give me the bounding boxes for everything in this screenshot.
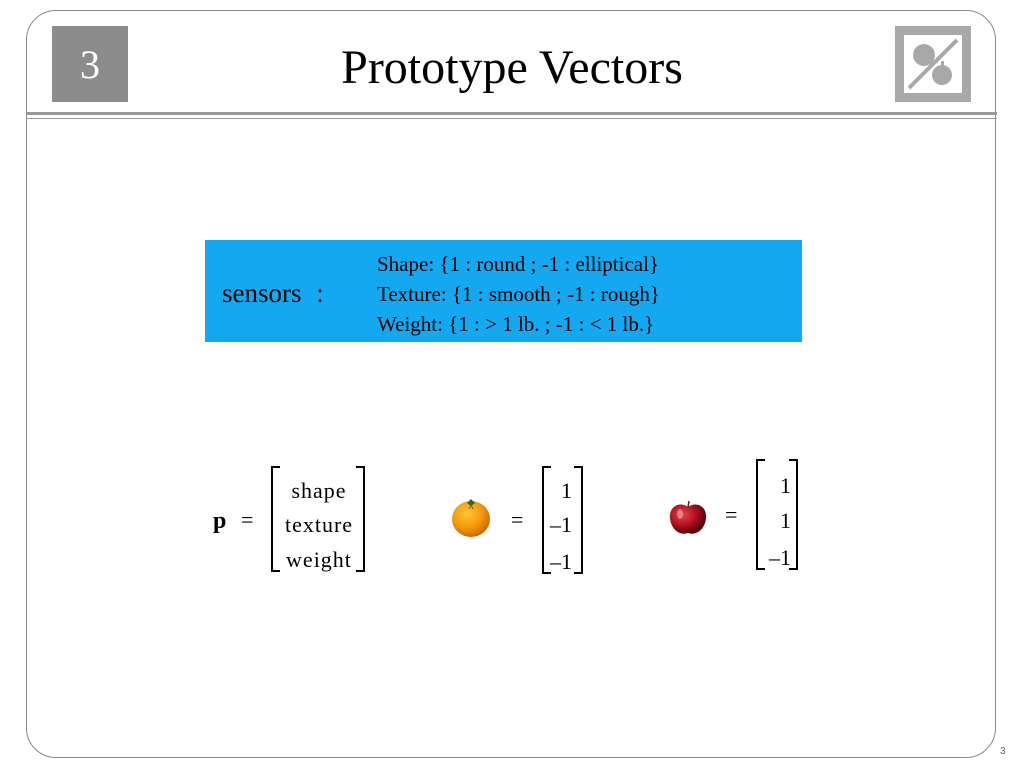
orange-vector-right-bracket — [574, 466, 583, 574]
sensors-label-text: sensors — [222, 278, 302, 308]
p-equals-sign: = — [241, 507, 254, 532]
sensor-shape-definition: Shape: {1 : round ; -1 : elliptical} — [377, 252, 660, 276]
p-entry-weight: weight — [286, 547, 352, 572]
chapter-number: 3 — [80, 41, 100, 87]
sensors-colon: : — [316, 278, 324, 308]
apple-vector-right-bracket — [789, 459, 798, 570]
p-vector-left-bracket — [271, 466, 280, 572]
sensor-texture-definition: Texture: {1 : smooth ; -1 : rough} — [377, 282, 660, 306]
orange-fruit-icon — [448, 497, 496, 539]
chapter-number-badge: 3 — [52, 26, 128, 102]
p-vector-right-bracket — [356, 466, 365, 572]
apple-entry-texture: 1 — [780, 508, 791, 533]
apple-fruit-icon — [666, 498, 710, 538]
orange-vector-left-bracket — [542, 466, 551, 574]
orange-entry-texture: –1 — [550, 512, 572, 537]
logo-icon — [895, 26, 971, 102]
sensor-weight-definition: Weight: {1 : > 1 lb. ; -1 : < 1 lb.} — [377, 312, 655, 336]
apple-vector-left-bracket — [756, 459, 765, 570]
slide-frame — [26, 10, 996, 758]
apple-equals-sign: = — [725, 502, 738, 527]
p-entry-shape: shape — [291, 478, 347, 503]
sensor-definitions: Shape: {1 : round ; -1 : elliptical} Tex… — [368, 240, 798, 342]
page-number: 3 — [1000, 746, 1006, 757]
slide-title: Prototype Vectors — [341, 41, 683, 94]
orange-entry-weight: –1 — [550, 549, 572, 574]
apple-entry-weight: –1 — [769, 545, 791, 570]
header-rule-thin — [27, 118, 997, 119]
sensors-label: sensors : — [222, 276, 324, 310]
apple-entry-shape: 1 — [780, 473, 791, 498]
header-rule — [27, 112, 997, 115]
orange-equals-sign: = — [511, 507, 524, 532]
orange-entry-shape: 1 — [561, 478, 572, 503]
p-symbol: p — [213, 508, 227, 534]
p-entry-texture: texture — [284, 512, 354, 537]
